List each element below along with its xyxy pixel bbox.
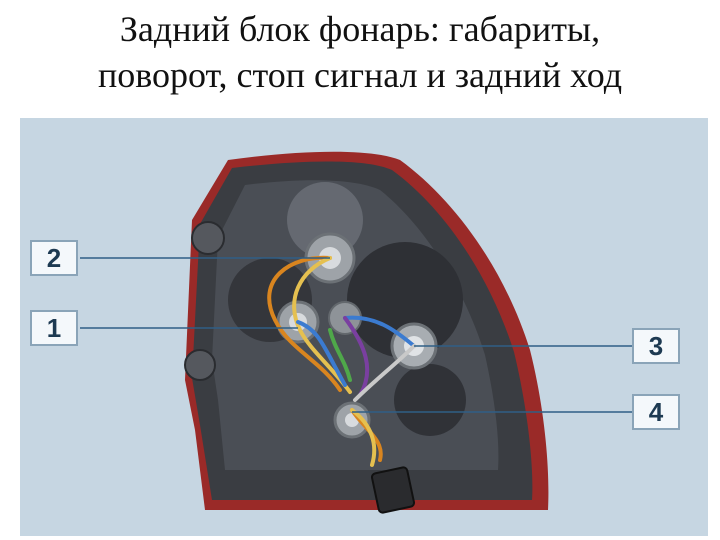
title-line-2: поворот, стоп сигнал и задний ход	[97, 55, 623, 95]
callout-4: 4	[632, 394, 680, 430]
title-line-1: Задний блок фонарь: габариты,	[119, 9, 601, 49]
wiring-harness	[267, 255, 416, 467]
slide-title: Задний блок фонарь: габариты, поворот, с…	[0, 6, 720, 98]
mounting-lug-top	[191, 221, 225, 255]
mounting-lug-bottom	[184, 349, 216, 381]
callout-1: 1	[30, 310, 78, 346]
bulb-socket-2	[304, 232, 356, 284]
reflector-cavity-large	[347, 242, 463, 358]
leader-lines	[80, 257, 632, 413]
reflector-cavity-lower	[394, 364, 466, 436]
callout-3: 3	[632, 328, 680, 364]
callout-2: 2	[30, 240, 78, 276]
connector-plug	[370, 466, 416, 514]
